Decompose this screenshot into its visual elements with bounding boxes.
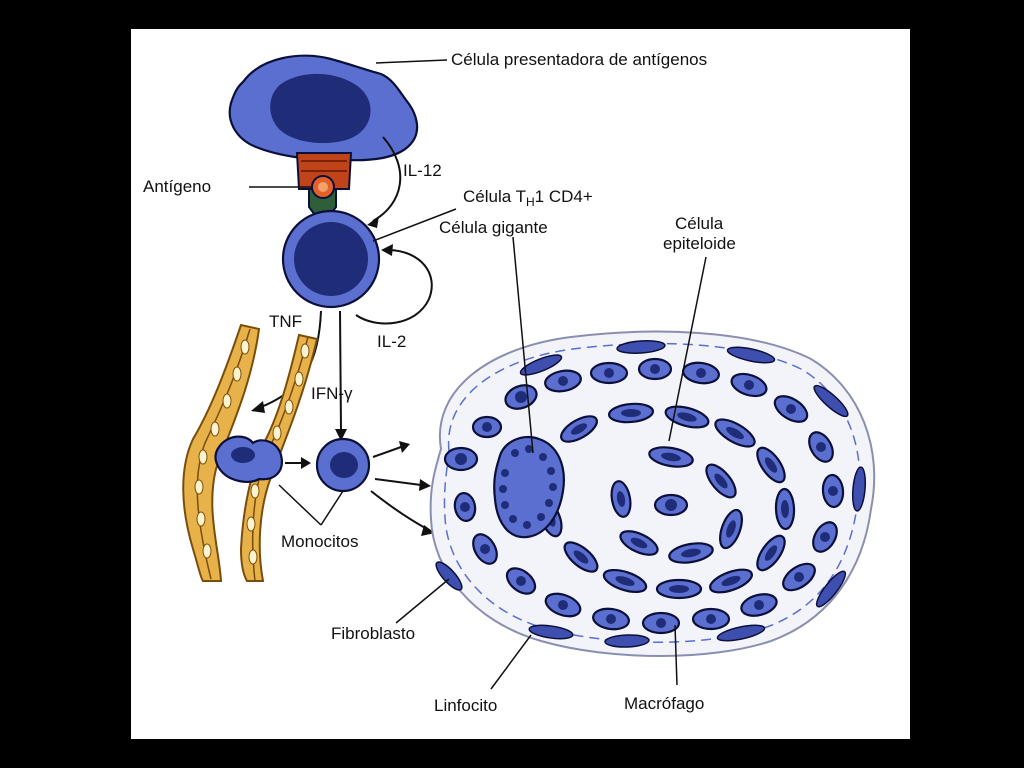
label-epithelioid-2: epiteloide: [663, 234, 736, 253]
il12-arrow: [372, 136, 402, 222]
ifn-arrowhead: [335, 429, 347, 441]
giant-cell: [493, 435, 565, 539]
label-lymphocyte: Linfocito: [434, 696, 497, 715]
label-epithelioid-1: Célula: [675, 214, 724, 233]
th1-cd4-cell: [281, 209, 381, 309]
label-il12: IL-12: [403, 161, 442, 180]
granuloma-diagram: Célula presentadora de antígenos IL-12 A…: [143, 50, 876, 715]
granuloma-arrows: [370, 441, 435, 536]
monocyte: [315, 437, 371, 493]
ifn-arrow: [339, 310, 342, 432]
mhc-receptor-complex: [295, 152, 353, 220]
th1-leader: [372, 208, 457, 242]
monocyte-leader-2: [320, 490, 344, 526]
label-macrophage: Macrófago: [624, 694, 704, 713]
granuloma: [429, 330, 876, 657]
label-antigen: Antígeno: [143, 177, 211, 196]
monocyte-extravasating: [214, 435, 283, 483]
label-giant-cell: Célula gigante: [439, 218, 548, 237]
giant-cell-leader: [512, 236, 534, 454]
il12-arrowhead: [367, 216, 379, 228]
monocyte-leader-1: [278, 484, 322, 526]
label-monocytes: Monocitos: [281, 532, 358, 551]
il2-loop-arrow: [355, 249, 433, 325]
tnf-arrowhead: [251, 401, 265, 413]
antigen-presenting-cell: [228, 54, 419, 162]
label-ifn-gamma: IFN-γ: [311, 384, 353, 403]
diagram-panel: Célula presentadora de antígenos IL-12 A…: [131, 29, 910, 739]
label-il2: IL-2: [377, 332, 406, 351]
label-fibroblast: Fibroblasto: [331, 624, 415, 643]
macrophage-leader: [674, 624, 678, 686]
lymphocyte-leader: [490, 634, 532, 690]
label-th1: Célula TH1 CD4+: [463, 187, 593, 209]
apc-leader: [375, 59, 448, 64]
il2-arrowhead: [381, 244, 393, 256]
epithelioid-leader: [668, 256, 707, 442]
fibroblast-leader: [395, 578, 450, 624]
migration-arrowhead: [301, 457, 311, 469]
label-apc: Célula presentadora de antígenos: [451, 50, 707, 69]
label-tnf: TNF: [269, 312, 302, 331]
